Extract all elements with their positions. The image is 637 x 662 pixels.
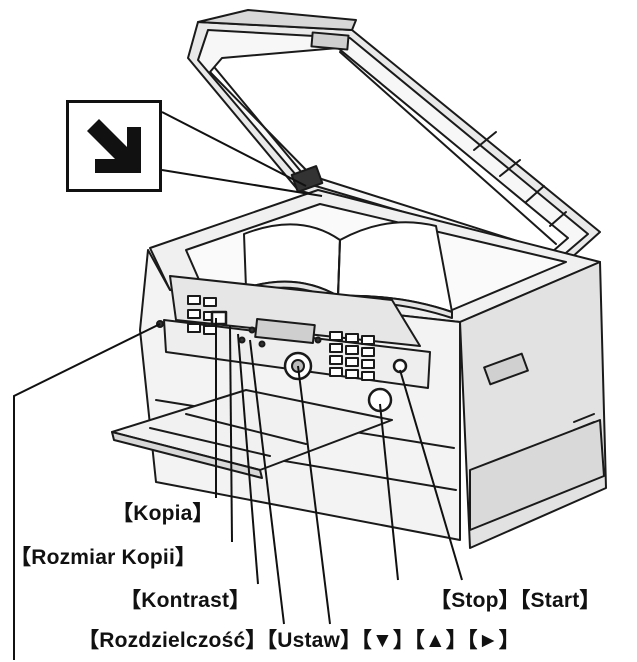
arrow-callout-lines	[161, 111, 323, 197]
label-kopia: 【Kopia】	[112, 502, 214, 525]
placement-arrow-box	[66, 100, 162, 192]
label-rozmiar-kopii: 【Rozmiar Kopii】	[10, 546, 197, 569]
scanner-lid	[187, 9, 601, 269]
label-kontrast: 【Kontrast】	[120, 589, 251, 612]
arrow-down-right-icon	[87, 119, 141, 173]
label-bottom-controls: 【Rozdzielczość】【Ustaw】【▼】【▲】【►】	[78, 629, 520, 652]
label-stop-start: 【Stop】【Start】	[430, 589, 601, 612]
leader-lines	[13, 318, 463, 660]
